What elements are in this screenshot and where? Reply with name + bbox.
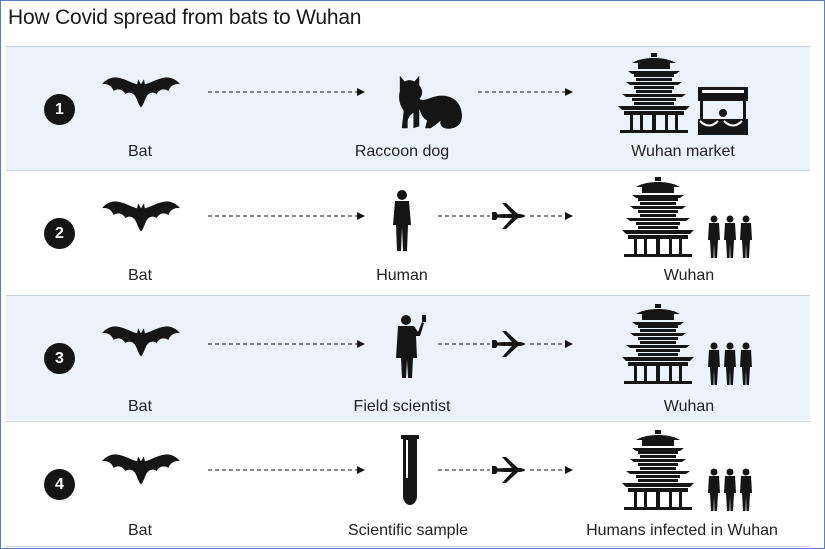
human-icon — [390, 189, 414, 253]
pagoda-icon — [620, 177, 696, 257]
source-label: Bat — [127, 398, 153, 415]
carrier-label: Field scientist — [353, 398, 451, 415]
bat-icon — [102, 324, 180, 360]
dashed-arrow — [208, 340, 365, 348]
step-number-badge: 2 — [44, 218, 75, 249]
dashed-arrow — [208, 466, 365, 474]
pagoda-icon — [616, 53, 692, 133]
bat-icon — [102, 199, 180, 235]
airplane-icon — [490, 202, 526, 230]
dashed-line — [438, 469, 490, 471]
people-group-icon — [706, 215, 754, 259]
source-label: Bat — [127, 267, 153, 284]
dashed-arrow — [530, 212, 573, 220]
dashed-arrow — [530, 466, 573, 474]
bat-icon — [102, 75, 180, 111]
step-number-badge: 3 — [44, 343, 75, 374]
dashed-arrow — [208, 212, 365, 220]
market-stall-icon — [696, 87, 750, 135]
destination-label: Wuhan market — [631, 143, 735, 160]
pagoda-icon — [620, 430, 696, 510]
source-label: Bat — [127, 522, 153, 539]
dashed-arrow — [530, 340, 573, 348]
carrier-label: Scientific sample — [347, 522, 469, 539]
people-group-icon — [706, 342, 754, 386]
dashed-arrow — [208, 88, 365, 96]
destination-label: Wuhan — [663, 267, 715, 284]
pathway-row-3: 3 Bat Field scientist Wuhan — [6, 295, 810, 420]
carrier-label: Human — [376, 267, 428, 284]
dashed-arrow — [478, 88, 573, 96]
people-group-icon — [706, 468, 754, 512]
figure-title: How Covid spread from bats to Wuhan — [8, 6, 362, 29]
dashed-line — [438, 215, 490, 217]
raccoon-dog-icon — [394, 71, 464, 131]
carrier-label: Raccoon dog — [354, 143, 450, 160]
pathway-row-4: 4 Bat Scientific sample Humans infected … — [6, 421, 810, 547]
airplane-icon — [490, 330, 526, 358]
destination-label: Wuhan — [663, 398, 715, 415]
step-number-badge: 1 — [44, 94, 75, 125]
dashed-line — [438, 343, 490, 345]
field-scientist-icon — [394, 314, 428, 380]
destination-label: Humans infected in Wuhan — [586, 522, 778, 539]
pathway-row-2: 2 Bat Human Wuhan — [6, 170, 810, 295]
step-number-badge: 4 — [44, 469, 75, 500]
pagoda-icon — [620, 304, 696, 384]
test-tube-icon — [400, 434, 420, 506]
pathway-row-1: 1 Bat Raccoon dog Wuhan market — [6, 46, 810, 171]
bat-icon — [102, 452, 180, 488]
airplane-icon — [490, 456, 526, 484]
source-label: Bat — [127, 143, 153, 160]
